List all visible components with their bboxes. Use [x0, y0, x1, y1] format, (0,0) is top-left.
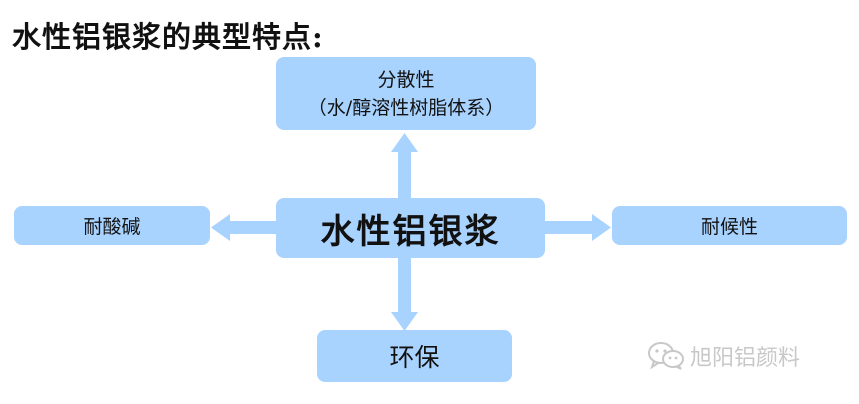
node-center-label: 水性铝银浆	[320, 211, 501, 252]
watermark-text: 旭阳铝颜料	[690, 346, 801, 371]
node-dispersibility-label: 分散性	[377, 68, 435, 91]
watermark: 旭阳铝颜料	[648, 340, 800, 372]
wechat-icon	[648, 342, 684, 370]
node-weather-resistance: 耐候性	[612, 206, 847, 245]
node-eco-friendly: 环保	[317, 330, 512, 382]
node-eco-friendly-label: 环保	[389, 343, 440, 372]
arrow-down	[391, 256, 418, 331]
arrow-left	[211, 214, 278, 241]
arrow-up	[391, 133, 418, 200]
node-acid-alkali-resistance: 耐酸碱	[14, 206, 210, 245]
page-title: 水性铝银浆的典型特点:	[12, 20, 324, 54]
node-acid-alkali-resistance-label: 耐酸碱	[83, 216, 141, 238]
node-weather-resistance-label: 耐候性	[700, 216, 758, 238]
node-center: 水性铝银浆	[276, 198, 545, 258]
node-dispersibility: 分散性 （水/醇溶性树脂体系）	[276, 57, 536, 130]
arrow-right	[544, 214, 611, 241]
node-dispersibility-sublabel: （水/醇溶性树脂体系）	[307, 96, 505, 119]
